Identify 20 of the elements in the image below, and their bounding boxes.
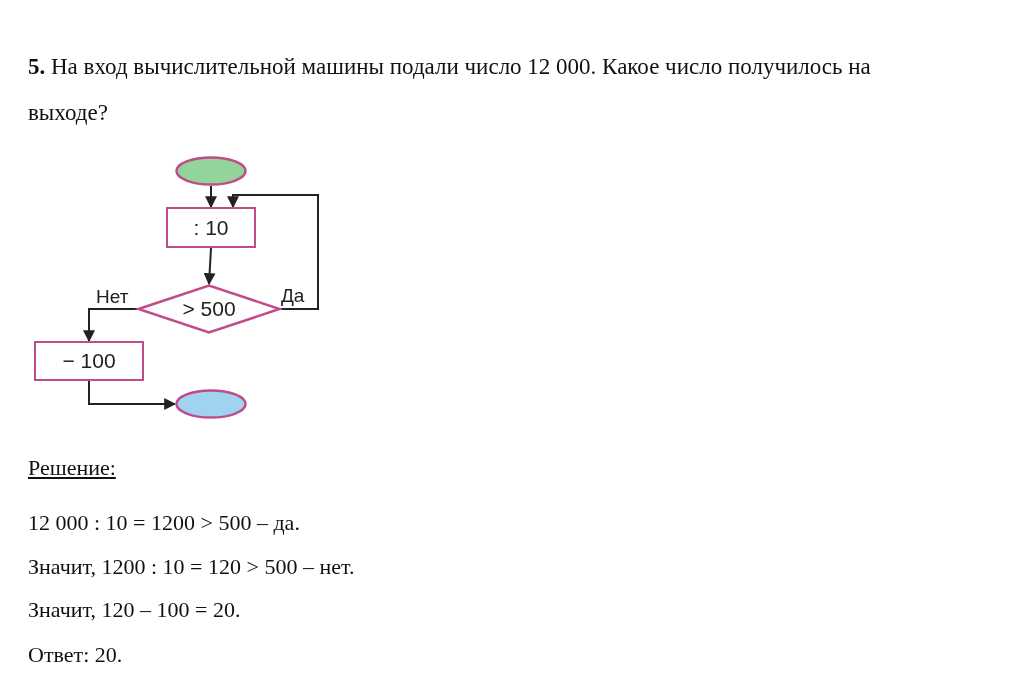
arrow <box>83 308 138 343</box>
solution-line: 12 000 : 10 = 1200 > 500 – да. <box>28 510 300 536</box>
node-label: : 10 <box>193 215 229 240</box>
solution-line: Значит, 120 – 100 = 20. <box>28 597 241 623</box>
terminal-ellipse <box>175 389 247 419</box>
arrow <box>203 247 216 286</box>
arrow <box>205 185 217 209</box>
solution-line: Значит, 1200 : 10 = 120 > 500 – нет. <box>28 554 355 580</box>
process-box <box>166 207 256 248</box>
process-box <box>34 341 144 381</box>
decision-diamond <box>137 284 281 334</box>
question-text: 5. На вход вычислительной машины подали число 12 000. Какое число получилось на выходе? <box>28 53 872 127</box>
solution-heading: Решение: <box>28 455 116 481</box>
edge-label: Да <box>280 286 306 306</box>
arrow <box>227 194 319 310</box>
answer-text: Ответ: 20. <box>28 642 123 668</box>
node-label: − 100 <box>62 349 116 373</box>
arrow <box>88 380 177 410</box>
terminal-ellipse <box>175 156 247 186</box>
node-label: > 500 <box>182 297 236 321</box>
